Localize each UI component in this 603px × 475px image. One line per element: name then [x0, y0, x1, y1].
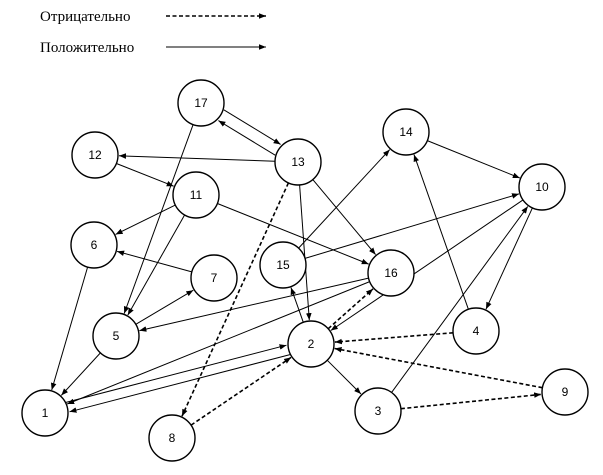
edge-11-to-16 — [217, 203, 369, 265]
node-1: 1 — [21, 389, 69, 437]
node-label: 17 — [194, 96, 208, 110]
node-label: 13 — [291, 155, 305, 169]
node-label: 15 — [276, 258, 290, 272]
edge-13-to-17 — [218, 120, 276, 156]
edge-13-to-8 — [181, 182, 290, 417]
node-14: 14 — [382, 108, 430, 156]
edge-3-to-9 — [400, 392, 542, 410]
edge-10-to-2 — [330, 199, 524, 331]
edge-3-to-10 — [391, 206, 529, 393]
node-circle — [177, 79, 225, 127]
node-circle — [382, 108, 430, 156]
node-circle — [259, 241, 307, 289]
node-label: 16 — [384, 266, 398, 280]
node-label: 9 — [562, 385, 569, 399]
node-label: 3 — [375, 404, 382, 418]
edge-16-to-5 — [139, 277, 369, 332]
edge-12-to-11 — [116, 163, 174, 187]
edge-13-to-2 — [299, 184, 312, 321]
edge-2-to-3 — [326, 359, 362, 395]
node-circle — [354, 387, 402, 435]
node-10: 10 — [518, 163, 566, 211]
node-label: 2 — [308, 337, 315, 351]
edge-13-to-16 — [312, 179, 376, 255]
edge-4-to-2 — [334, 332, 454, 345]
legend-negative-label: Отрицательно — [40, 9, 130, 25]
edge-16-to-1 — [67, 281, 370, 405]
edge-6-to-1 — [50, 266, 89, 391]
node-circle — [518, 163, 566, 211]
node-label: 10 — [535, 180, 549, 194]
node-label: 14 — [399, 125, 413, 139]
node-9: 9 — [541, 368, 589, 416]
node-11: 11 — [172, 171, 220, 219]
edge-11-to-6 — [115, 204, 176, 235]
node-15: 15 — [259, 241, 307, 289]
node-3: 3 — [354, 387, 402, 435]
node-4: 4 — [452, 307, 500, 355]
node-circle — [287, 320, 335, 368]
edge-14-to-10 — [427, 140, 520, 179]
edges-layer — [50, 109, 543, 426]
node-12: 12 — [71, 131, 119, 179]
node-8: 8 — [148, 414, 196, 462]
edge-5-to-7 — [135, 289, 194, 325]
node-7: 7 — [190, 254, 238, 302]
node-label: 1 — [42, 406, 49, 420]
edge-2-to-1 — [69, 354, 291, 413]
edge-9-to-2 — [334, 347, 543, 389]
node-circle — [367, 249, 415, 297]
edge-10-to-4 — [485, 207, 533, 310]
edge-13-to-12 — [118, 153, 276, 162]
node-13: 13 — [274, 138, 322, 186]
edge-8-to-2 — [190, 356, 292, 426]
node-label: 8 — [169, 431, 176, 445]
edge-4-to-14 — [413, 154, 469, 310]
edge-15-to-14 — [298, 149, 391, 249]
node-label: 4 — [473, 324, 480, 338]
edge-15-to-10 — [304, 193, 520, 259]
node-label: 5 — [113, 329, 120, 343]
node-circle — [71, 131, 119, 179]
edge-17-to-5 — [123, 124, 194, 314]
edge-5-to-1 — [60, 352, 101, 396]
node-circle — [70, 221, 118, 269]
node-label: 11 — [190, 188, 203, 202]
node-circle — [541, 368, 589, 416]
node-circle — [190, 254, 238, 302]
edge-7-to-6 — [116, 250, 192, 273]
node-circle — [92, 312, 140, 360]
node-16: 16 — [367, 249, 415, 297]
node-circle — [21, 389, 69, 437]
node-2: 2 — [287, 320, 335, 368]
node-6: 6 — [70, 221, 118, 269]
node-label: 7 — [211, 271, 218, 285]
node-circle — [148, 414, 196, 462]
edge-17-to-13 — [223, 109, 281, 145]
node-circle — [452, 307, 500, 355]
node-5: 5 — [92, 312, 140, 360]
edge-1-to-2 — [65, 344, 287, 403]
legend-positive-label: Положительно — [40, 40, 134, 56]
node-circle — [274, 138, 322, 186]
legend: Отрицательно Положительно — [40, 9, 266, 56]
edge-2-to-15 — [290, 287, 304, 323]
node-label: 6 — [91, 238, 98, 252]
node-label: 12 — [88, 148, 102, 162]
edge-2-to-16 — [327, 288, 374, 330]
edge-11-to-5 — [127, 214, 186, 316]
node-circle — [172, 171, 220, 219]
node-17: 17 — [177, 79, 225, 127]
